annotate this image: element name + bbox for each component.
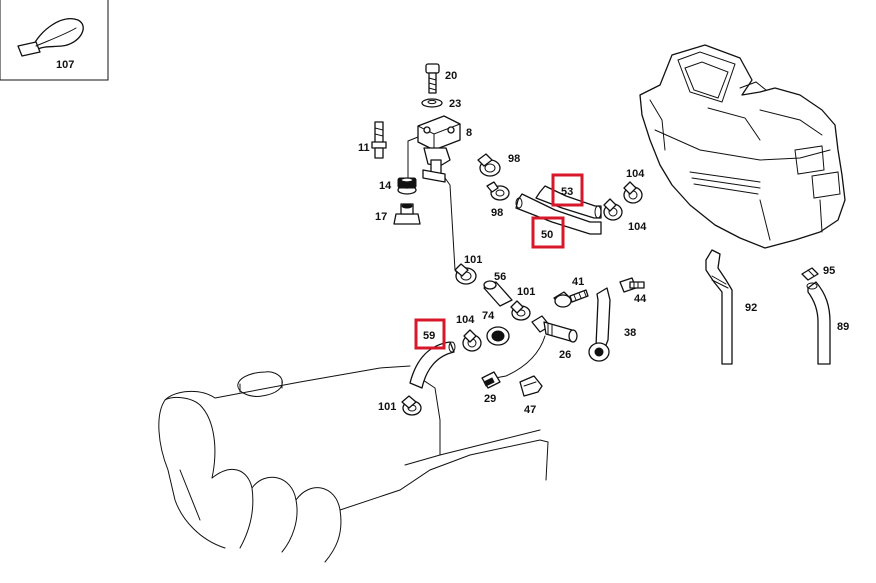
- hose-clamp-101-middle: [510, 300, 531, 321]
- hose-50: [515, 193, 602, 235]
- hose-clamp-104-upper: [623, 181, 643, 204]
- highlight-53: 53: [551, 173, 584, 207]
- label-17: 17: [375, 211, 387, 223]
- nut-17: [393, 203, 421, 225]
- label-101-upper: 101: [464, 254, 482, 266]
- engine-block: [158, 365, 549, 563]
- highlight-59: 59: [414, 318, 446, 350]
- label-50: 50: [541, 229, 553, 241]
- label-14: 14: [379, 180, 392, 192]
- label-53: 53: [561, 186, 573, 198]
- label-26: 26: [559, 349, 571, 361]
- valve-8: [417, 115, 461, 183]
- washer-23: [421, 98, 443, 108]
- label-92: 92: [745, 302, 757, 314]
- fuel-tank: [639, 44, 846, 249]
- label-101-middle: 101: [517, 286, 535, 298]
- hose-clamp-104-lower: [462, 329, 482, 352]
- screw-11: [371, 121, 387, 159]
- hose-clamp-98-lower: [486, 181, 510, 201]
- pipe-92: [705, 249, 733, 365]
- label-41: 41: [572, 276, 584, 288]
- vacuum-line: [444, 177, 461, 279]
- label-104-lower: 104: [456, 314, 475, 326]
- label-74: 74: [482, 310, 495, 322]
- screw-44: [619, 277, 645, 293]
- hose-clamp-104-right: [603, 198, 623, 221]
- connector-56: [483, 280, 513, 307]
- label-89: 89: [837, 321, 849, 333]
- clip-95: [801, 267, 819, 281]
- hose-89: [806, 281, 831, 365]
- label-98-lower: 98: [491, 207, 503, 219]
- label-101-lower: 101: [378, 401, 396, 413]
- valve-26: [531, 315, 578, 343]
- grommet-74: [486, 326, 510, 346]
- label-29: 29: [484, 393, 496, 405]
- wire: [494, 335, 546, 379]
- label-38: 38: [624, 327, 636, 339]
- label-47: 47: [524, 404, 536, 416]
- clip-47: [519, 375, 543, 397]
- bracket-38: [588, 287, 611, 362]
- label-59: 59: [423, 330, 435, 342]
- cable-tie-icon: [17, 18, 84, 57]
- connector-29: [481, 371, 501, 389]
- bolt-20: [425, 63, 440, 94]
- label-104-right: 104: [628, 221, 647, 233]
- bolt-41: [553, 289, 589, 308]
- inset-107: 107: [0, 0, 109, 81]
- label-23: 23: [449, 98, 461, 110]
- hose-clamp-101-upper: [454, 263, 477, 285]
- hose-clamp-101-lower: [401, 395, 422, 416]
- grommet-14: [397, 177, 417, 195]
- label-44: 44: [634, 293, 647, 305]
- label-11: 11: [358, 142, 370, 154]
- hose-59: [409, 341, 456, 389]
- highlight-50: 50: [531, 216, 565, 249]
- label-20: 20: [445, 70, 457, 82]
- label-104-upper: 104: [626, 168, 645, 180]
- label-8: 8: [466, 127, 472, 139]
- label-107: 107: [56, 59, 74, 71]
- label-95: 95: [823, 265, 835, 277]
- hose-clamp-98-upper: [477, 153, 501, 177]
- label-56: 56: [494, 271, 506, 283]
- label-98-upper: 98: [508, 153, 520, 165]
